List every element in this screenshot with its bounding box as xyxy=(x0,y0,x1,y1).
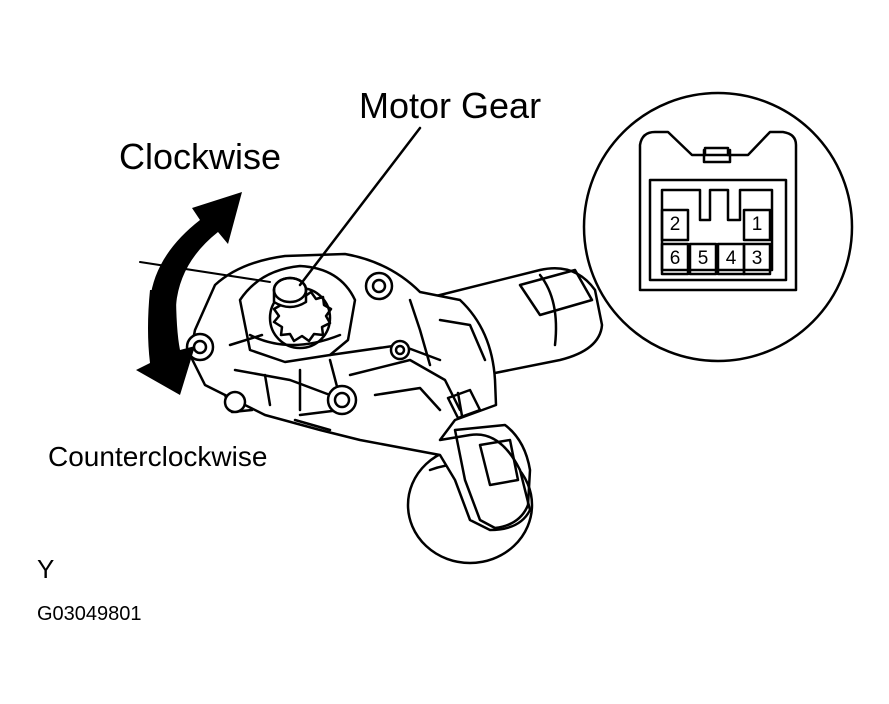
connector-pin-1: 1 xyxy=(751,214,763,235)
counterclockwise-label: Counterclockwise xyxy=(48,441,268,472)
motor-body xyxy=(139,252,604,565)
connector-pin-2: 2 xyxy=(669,214,681,235)
motor-gear-leader-line xyxy=(298,126,422,287)
connector-inset xyxy=(582,91,854,363)
connector-pin-3: 3 xyxy=(751,248,763,269)
counterclockwise-arrow-icon xyxy=(136,290,195,395)
view-letter: Y xyxy=(37,554,55,584)
motor-gear-label: Motor Gear xyxy=(359,85,542,126)
clockwise-arrow-icon xyxy=(150,192,242,305)
clockwise-label: Clockwise xyxy=(119,136,282,177)
connector-pin-5: 5 xyxy=(697,248,709,269)
figure-code: G03049801 xyxy=(37,603,142,625)
connector-pin-6: 6 xyxy=(669,248,681,269)
connector-pin-4: 4 xyxy=(725,248,737,269)
